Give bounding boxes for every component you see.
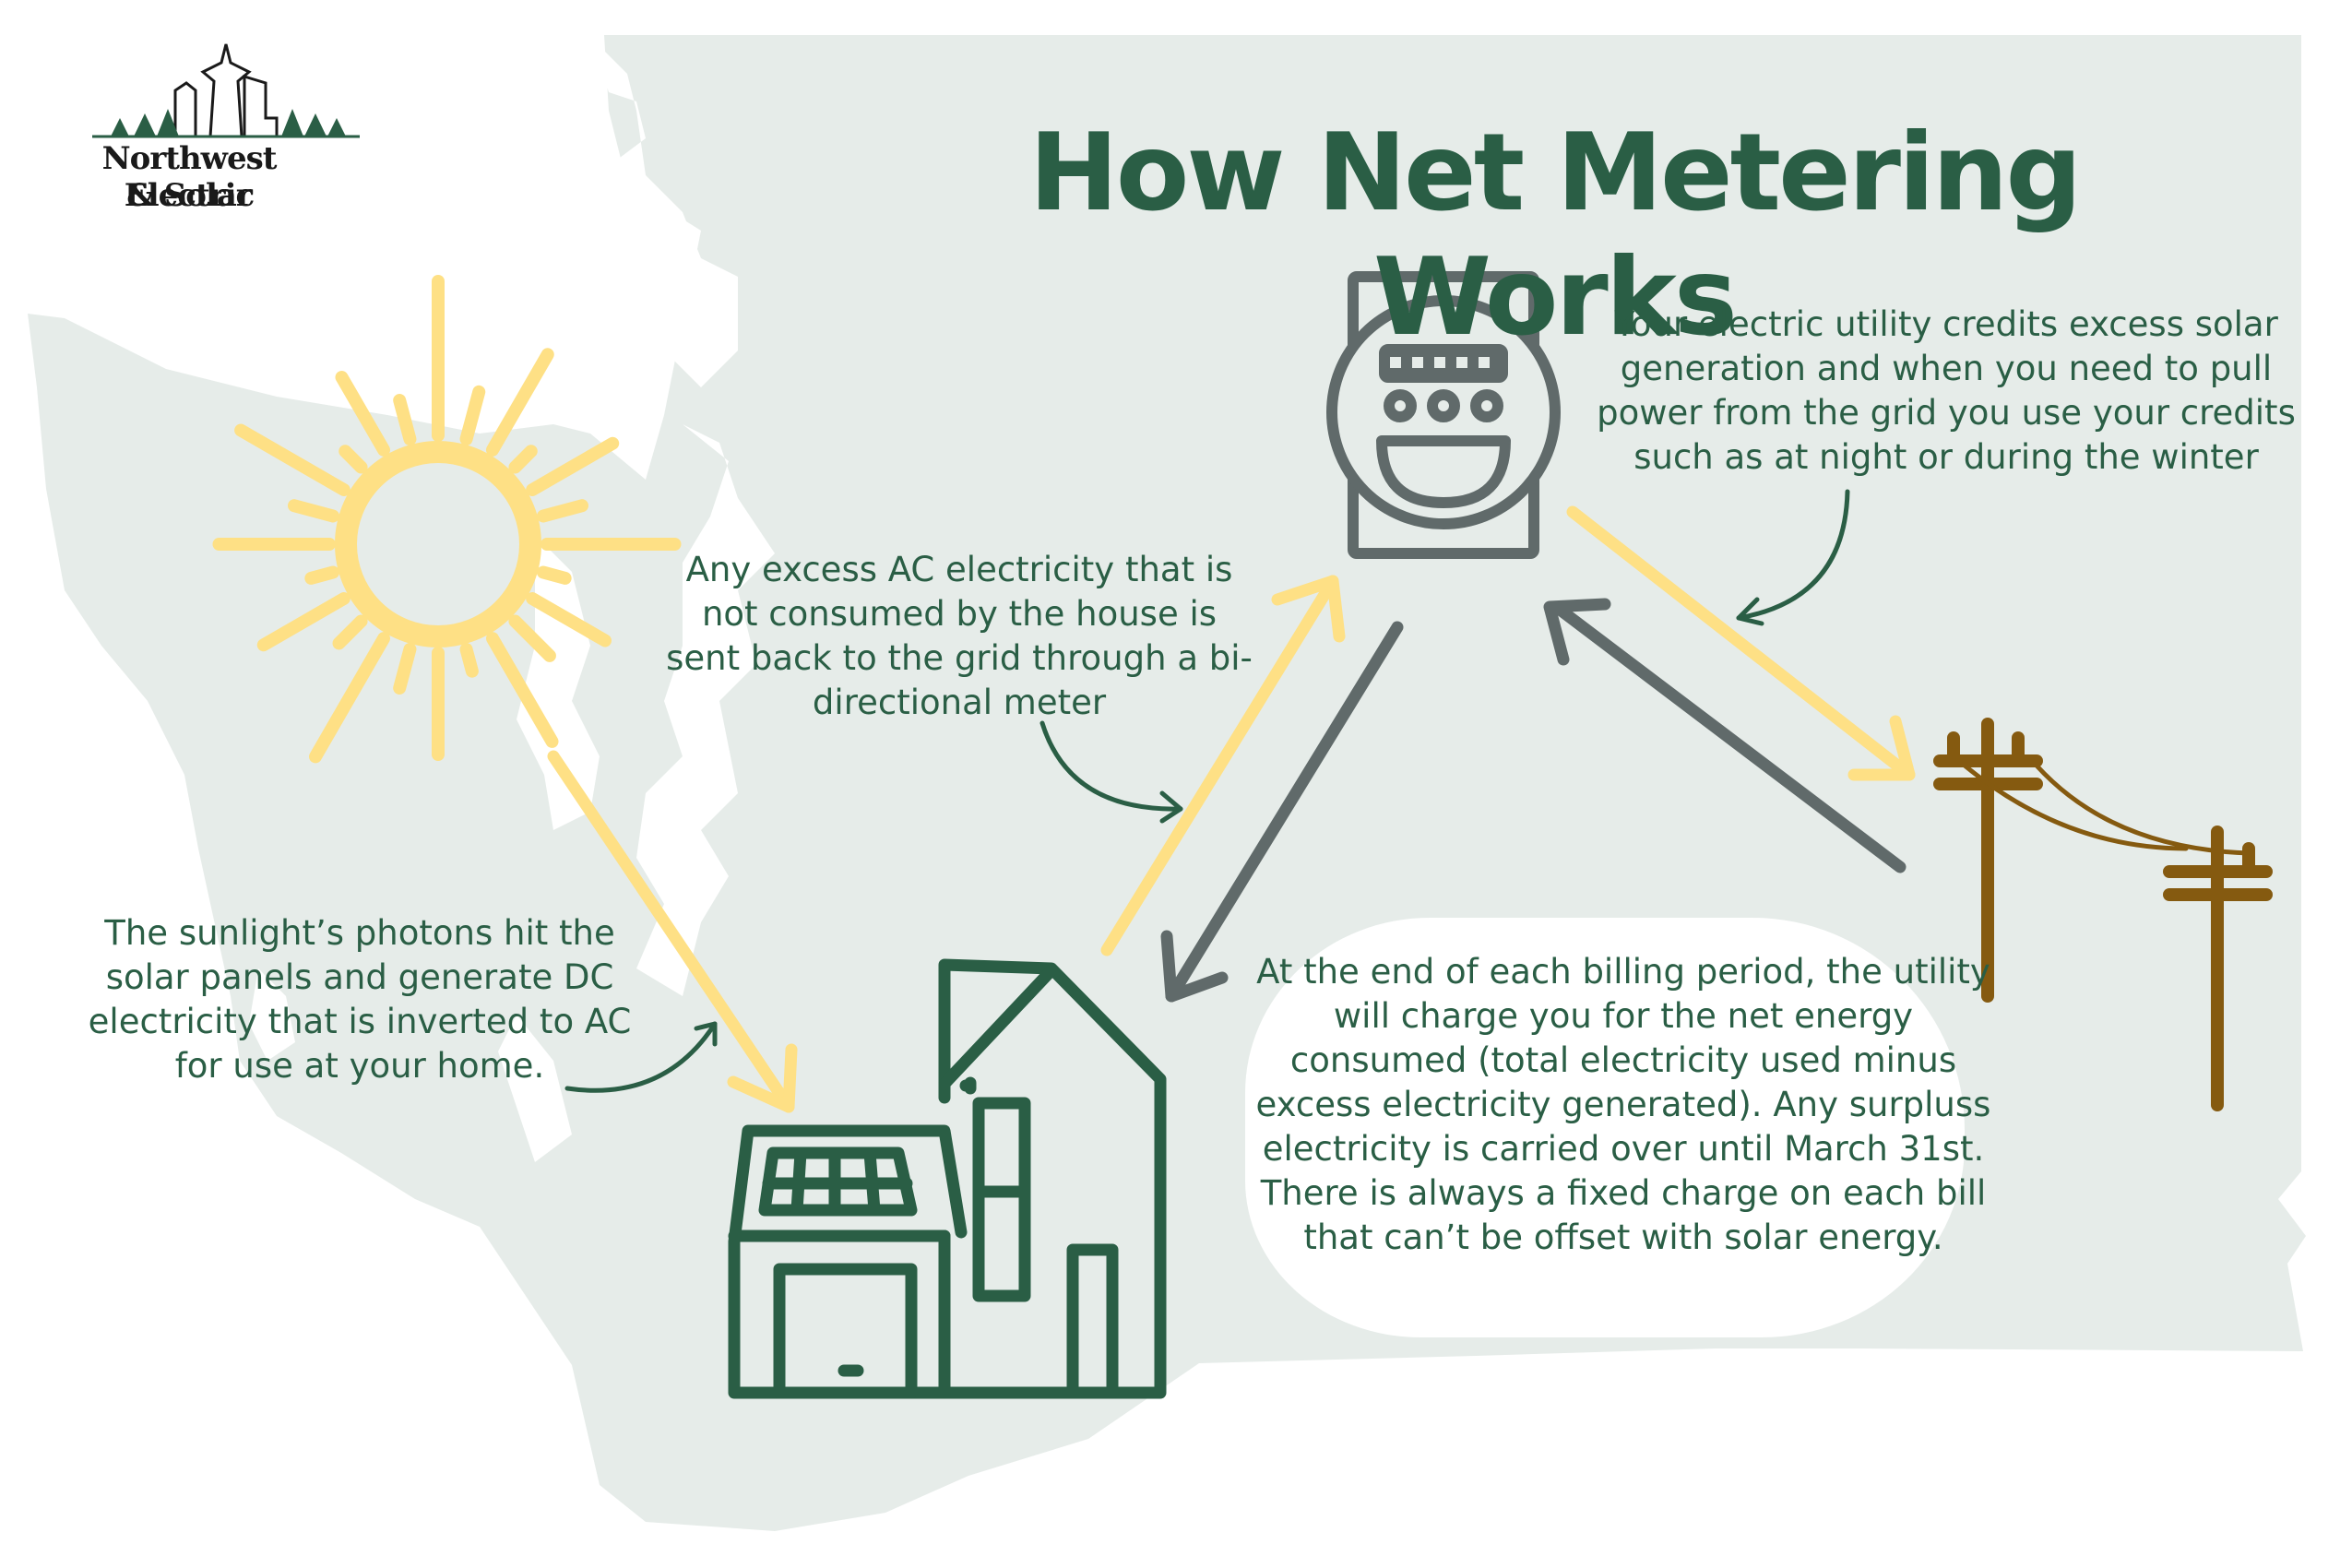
sun-ray: [309, 632, 390, 764]
sun-ray: [508, 614, 556, 662]
arrow-meter-to-poles: [1566, 505, 1916, 781]
sun-ray: [536, 499, 588, 523]
sun-ray: [339, 445, 368, 474]
sun-ray: [508, 445, 538, 474]
house-with-solar-panels-icon: [728, 958, 1167, 1399]
sun-ray: [234, 423, 350, 496]
sun-icon: [212, 275, 682, 764]
company-logo-skyline: [92, 43, 360, 138]
sun-ray: [526, 592, 612, 647]
callout-arrow-export: [1039, 720, 1183, 824]
utility-poles-icon: [1933, 718, 2273, 1111]
arrow-meter-to-house: [1160, 621, 1404, 1003]
flow-arrows: [547, 505, 1916, 1113]
page-title: How Net Metering Works: [1028, 111, 2083, 360]
sun-ray: [332, 614, 368, 650]
callout-arrows: [564, 489, 1850, 1093]
caption-meter-credits: Your electric utility credits excess sol…: [1597, 304, 2296, 477]
electric-meter-icon: [1326, 271, 1561, 559]
sun-ray: [393, 394, 417, 446]
sun-ray: [486, 632, 559, 748]
sun-ray: [459, 642, 479, 678]
arrow-sun-to-house: [547, 750, 798, 1113]
company-logo: Northwest Electric & Solar: [37, 37, 341, 231]
sun-ray: [393, 642, 417, 695]
arrow-house-to-meter: [1100, 575, 1346, 956]
sun-ray: [536, 565, 572, 585]
billing-bubble: [1245, 918, 1965, 1337]
caption-sunlight: The sunlight’s photons hit the solar pan…: [88, 913, 632, 1086]
arrow-poles-to-meter: [1543, 598, 1907, 873]
sun-ray: [526, 436, 620, 496]
logo-name-line2: & Solar: [126, 177, 253, 214]
sun-ray: [486, 348, 554, 457]
sun-ray: [335, 371, 390, 457]
callout-arrow-sun: [564, 1021, 718, 1093]
sun-ray: [304, 565, 340, 585]
callout-arrow-meter: [1736, 489, 1850, 626]
sun-ray: [256, 592, 350, 652]
sun-ray: [288, 499, 340, 523]
sun-ray: [459, 385, 486, 446]
logo-name-line1: Northwest Electric: [101, 140, 278, 214]
puget-sound-water: [249, 37, 775, 1162]
caption-excess-export: Any excess AC electricity that is not co…: [666, 550, 1253, 722]
caption-billing-period: At the end of each billing period, the u…: [1255, 952, 1991, 1257]
